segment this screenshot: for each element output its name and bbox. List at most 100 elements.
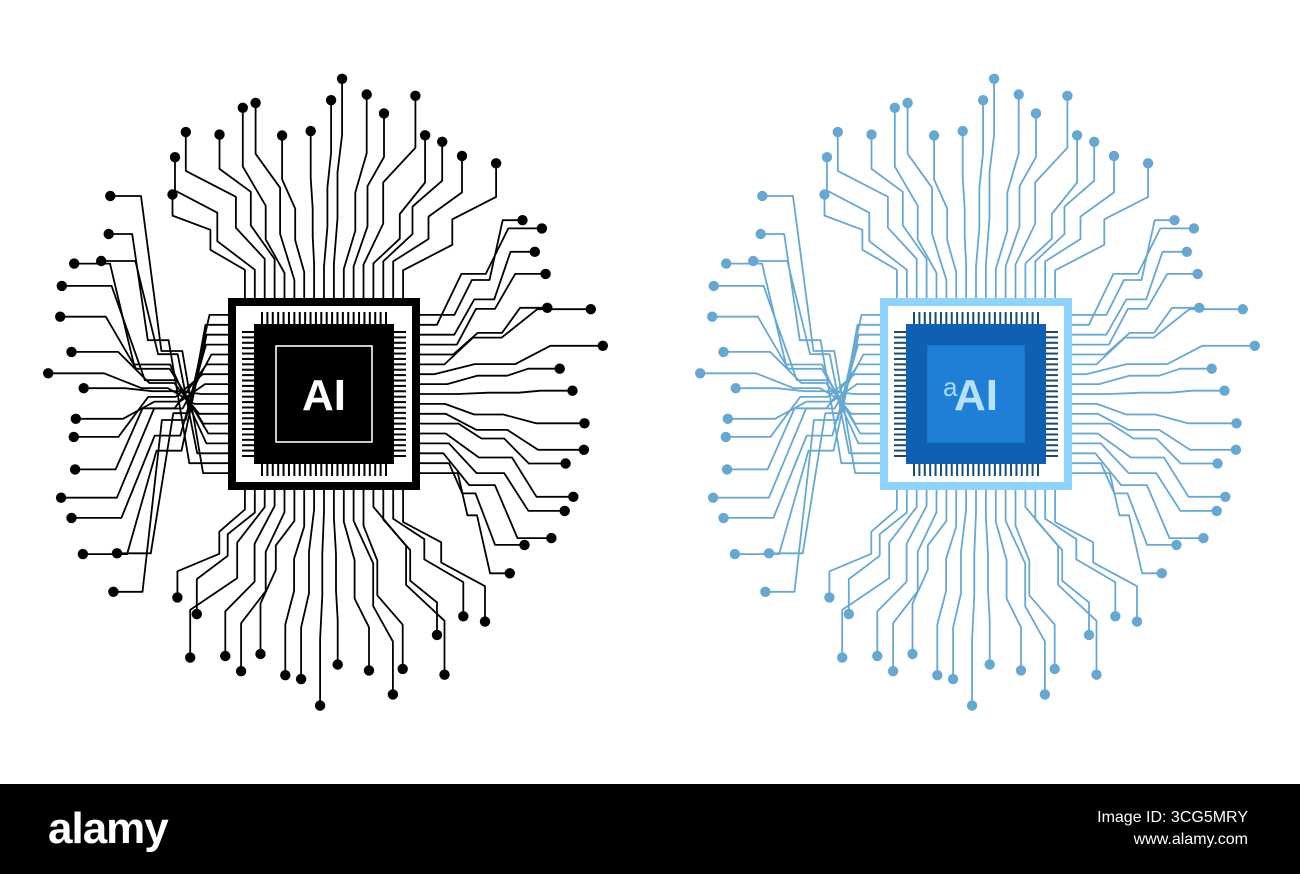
circuit-trace [61, 353, 232, 499]
circuit-trace [195, 486, 256, 615]
circuit-trace [1068, 422, 1218, 465]
circuit-trace [416, 462, 525, 546]
circuit-trace [110, 195, 232, 474]
circuit-trace [1044, 486, 1117, 617]
circuit-trace [841, 486, 918, 658]
circuit-trace [1068, 432, 1226, 498]
blue-ai-chip-graphic: aAI [695, 73, 1261, 711]
circuit-trace [382, 486, 438, 635]
circuit-trace [1068, 452, 1204, 539]
circuit-trace [352, 113, 385, 302]
trace-endpoint-dot [708, 280, 719, 292]
circuit-trace [1068, 273, 1198, 346]
trace-endpoint-dot [1219, 385, 1230, 396]
trace-endpoint-dot [1156, 568, 1168, 579]
circuit-trace [71, 351, 232, 415]
circuit-trace [416, 432, 574, 498]
circuit-trace [1044, 155, 1115, 302]
trace-endpoint-dot [431, 629, 443, 641]
circuit-trace [382, 141, 444, 302]
circuit-trace [952, 486, 967, 680]
circuit-trace [975, 100, 984, 302]
circuit-trace [284, 486, 306, 676]
trace-endpoint-dot [490, 158, 502, 169]
circuit-trace [416, 344, 603, 376]
trace-endpoint-dot [559, 505, 570, 517]
circuit-trace [224, 486, 276, 656]
trace-endpoint-dot [363, 665, 375, 676]
circuit-trace [240, 486, 286, 672]
circuit-trace [416, 389, 573, 395]
trace-endpoint-dot [250, 97, 261, 109]
trace-endpoint-dot [540, 268, 551, 280]
circuit-trace [372, 135, 426, 302]
trace-endpoint-dot [947, 673, 959, 685]
circuit-trace [259, 486, 296, 654]
black-ai-chip-graphic: AI [43, 73, 608, 711]
chip-pins [242, 312, 406, 476]
circuit-trace [1068, 367, 1212, 385]
trace-endpoint-dot [966, 700, 978, 711]
circuit-trace [333, 486, 339, 665]
circuit-trace [769, 323, 884, 555]
circuit-trace [73, 373, 232, 438]
circuit-trace [828, 486, 898, 598]
trace-endpoint-dot [78, 383, 89, 394]
circuit-trace [1068, 306, 1200, 356]
trace-endpoint-dot [872, 650, 883, 662]
trace-endpoint-dot [437, 136, 448, 147]
trace-endpoint-dot [336, 73, 348, 85]
trace-endpoint-dot [1062, 90, 1073, 102]
trace-endpoint-dot [69, 258, 80, 269]
trace-endpoint-dot [235, 666, 247, 677]
trace-endpoint-dot [167, 189, 178, 200]
chip-pins [894, 312, 1058, 476]
trace-endpoint-dot [721, 258, 732, 269]
trace-endpoint-dot [866, 129, 877, 140]
trace-endpoint-dot [295, 673, 307, 685]
circuit-trace [342, 94, 368, 302]
circuit-trace [985, 78, 995, 302]
trace-endpoint-dot [397, 663, 408, 675]
trace-endpoint-dot [69, 464, 81, 475]
trace-endpoint-dot [887, 666, 899, 677]
trace-endpoint-dot [458, 611, 469, 622]
trace-endpoint-dot [977, 95, 989, 106]
site-url: www.alamy.com [1133, 831, 1248, 848]
circuit-trace [75, 363, 232, 471]
trace-endpoint-dot [1212, 458, 1223, 469]
trace-endpoint-dot [546, 532, 557, 544]
circuit-traces [700, 78, 1255, 706]
trace-endpoint-dot [1015, 665, 1027, 676]
trace-endpoint-dot [456, 150, 468, 162]
trace-endpoint-dot [579, 418, 590, 429]
trace-endpoint-dot [1110, 611, 1121, 622]
circuit-trace [323, 100, 332, 302]
circuit-trace [319, 486, 325, 706]
chip-label: AI [302, 371, 346, 420]
trace-endpoint-dot [1194, 302, 1205, 313]
circuit-trace [762, 195, 884, 474]
circuit-trace [309, 131, 315, 302]
circuit-trace [71, 343, 232, 519]
circuit-trace [174, 157, 256, 302]
trace-endpoint-dot [1188, 223, 1200, 234]
circuit-trace [1068, 462, 1177, 546]
trace-endpoint-dot [55, 492, 67, 503]
circuit-trace [1068, 412, 1236, 451]
trace-endpoint-dot [889, 102, 900, 114]
circuit-trace [892, 486, 938, 672]
trace-endpoint-dot [721, 464, 733, 475]
circuit-trace [402, 486, 486, 622]
trace-endpoint-dot [504, 568, 515, 579]
trace-endpoint-dot [68, 431, 80, 443]
trace-endpoint-dot [707, 311, 718, 322]
trace-endpoint-dot [1089, 136, 1100, 147]
circuit-trace [727, 383, 884, 420]
trace-endpoint-dot [907, 648, 918, 660]
trace-endpoint-dot [1249, 340, 1261, 351]
circuit-trace [392, 155, 463, 302]
circuit-trace [1004, 486, 1046, 695]
trace-endpoint-dot [597, 340, 608, 351]
circuit-trace [911, 486, 948, 654]
